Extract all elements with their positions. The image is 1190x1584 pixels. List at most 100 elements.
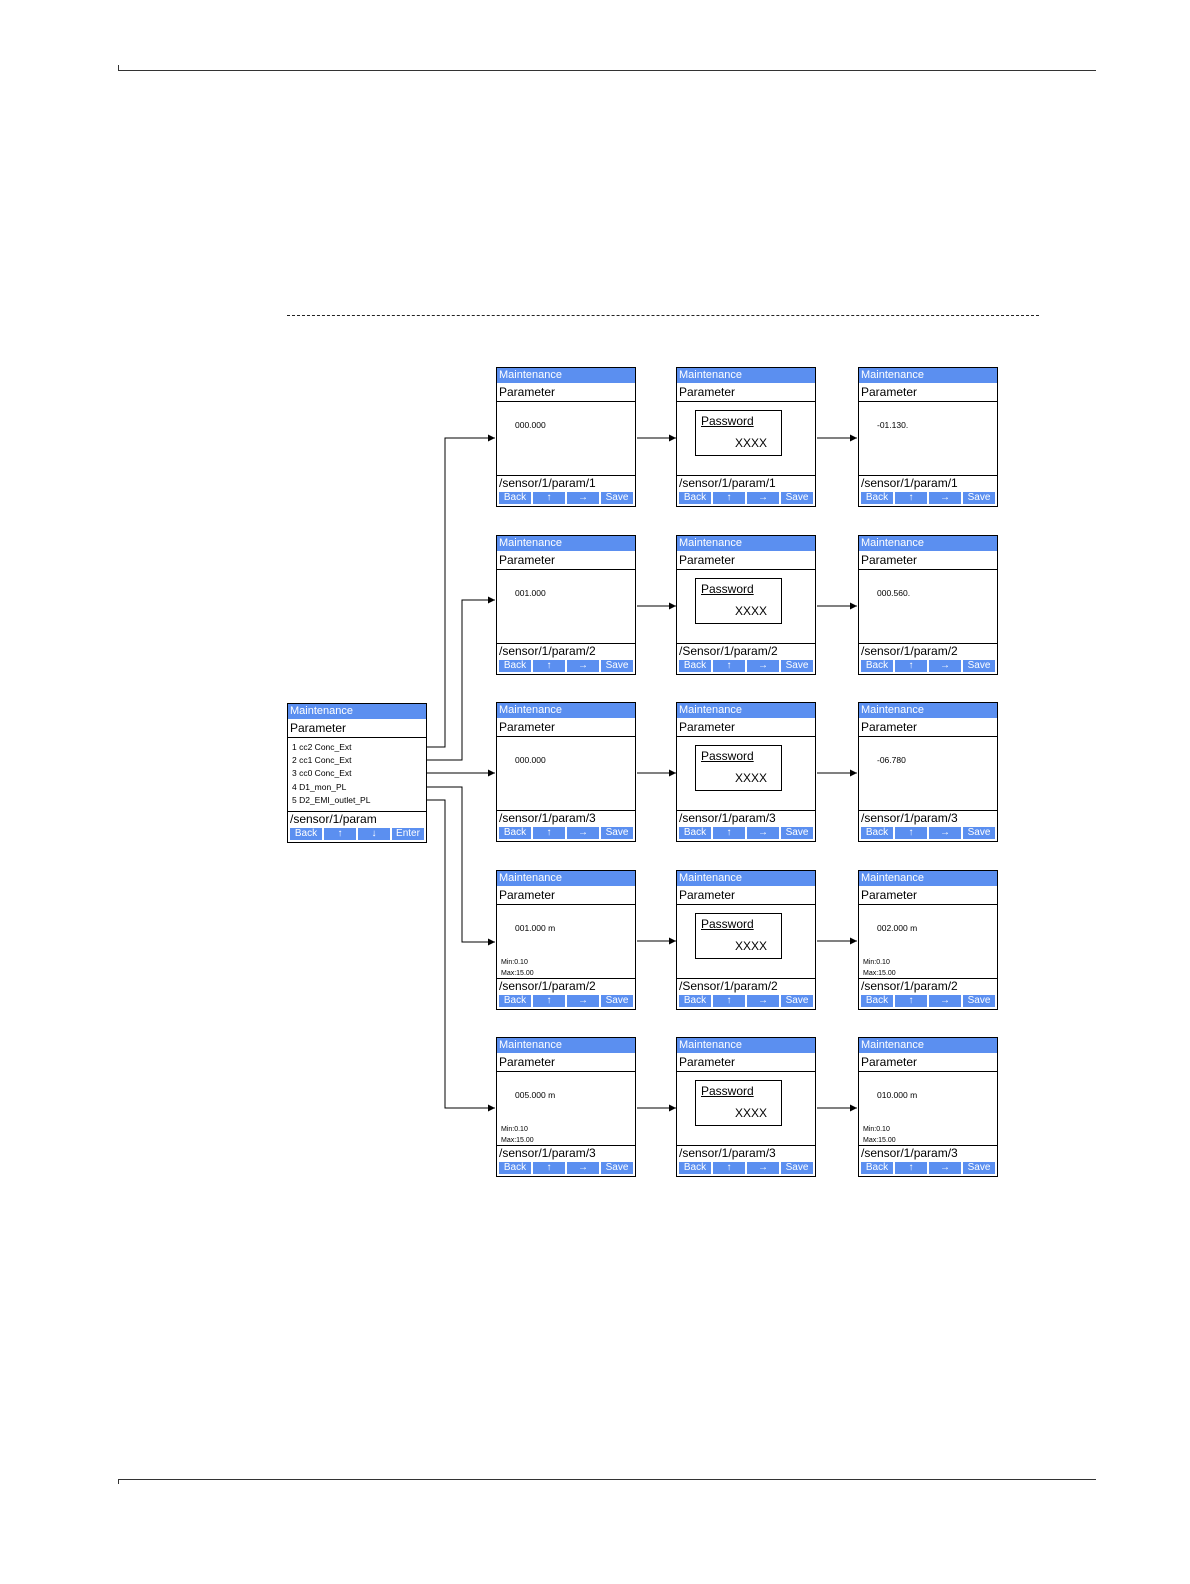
save-button[interactable]: Save [601,995,633,1007]
back-button[interactable]: Back [679,492,711,504]
parameter-value[interactable]: 000.560. [877,588,911,598]
down-button[interactable]: ↓ [358,828,390,840]
back-button[interactable]: Back [861,1162,893,1174]
parameter-value[interactable]: 002.000 m [877,923,918,933]
password-value[interactable]: XXXX [735,1106,768,1120]
screen-title: Maintenance [859,871,997,886]
up-button[interactable]: ↑ [533,492,565,504]
screen-divider [859,904,997,905]
screen-path: /sensor/1/param/3 [499,1146,596,1160]
next-button[interactable]: → [567,492,599,504]
save-button[interactable]: Save [963,660,995,672]
back-button[interactable]: Back [499,1162,531,1174]
up-button[interactable]: ↑ [533,995,565,1007]
parameter-value[interactable]: 005.000 m [515,1090,556,1100]
screen-divider [859,1145,997,1146]
back-button[interactable]: Back [861,995,893,1007]
next-button[interactable]: → [567,660,599,672]
back-button[interactable]: Back [499,492,531,504]
screen-path: /sensor/1/param/3 [861,811,958,825]
next-button[interactable]: → [567,995,599,1007]
back-button[interactable]: Back [679,1162,711,1174]
password-value[interactable]: XXXX [735,604,768,618]
back-button[interactable]: Back [861,827,893,839]
save-button[interactable]: Save [781,995,813,1007]
back-button[interactable]: Back [861,492,893,504]
up-button[interactable]: ↑ [324,828,356,840]
parameter-value[interactable]: -01.130. [877,420,909,430]
save-button[interactable]: Save [963,1162,995,1174]
password-value[interactable]: XXXX [735,771,768,785]
enter-button[interactable]: Enter [392,828,424,840]
back-button[interactable]: Back [499,827,531,839]
parameter-value[interactable]: 001.000 [515,588,546,598]
save-button[interactable]: Save [781,827,813,839]
up-button[interactable]: ↑ [895,1162,927,1174]
next-button[interactable]: → [929,995,961,1007]
back-button[interactable]: Back [499,660,531,672]
back-button[interactable]: Back [679,827,711,839]
up-button[interactable]: ↑ [713,492,745,504]
next-button[interactable]: → [747,660,779,672]
password-value[interactable]: XXXX [735,939,768,953]
up-button[interactable]: ↑ [533,660,565,672]
next-button[interactable]: → [929,827,961,839]
screen-divider [497,475,635,476]
up-button[interactable]: ↑ [713,995,745,1007]
next-button[interactable]: → [929,660,961,672]
menu-item-5[interactable]: 5 D2_EMI_outlet_PL [292,795,371,805]
next-button[interactable]: → [747,995,779,1007]
back-button[interactable]: Back [290,828,322,840]
up-button[interactable]: ↑ [713,827,745,839]
screen-divider [497,904,635,905]
up-button[interactable]: ↑ [713,1162,745,1174]
save-button[interactable]: Save [963,827,995,839]
save-button[interactable]: Save [601,827,633,839]
password-value[interactable]: XXXX [735,436,768,450]
back-button[interactable]: Back [679,995,711,1007]
next-button[interactable]: → [567,1162,599,1174]
save-button[interactable]: Save [781,660,813,672]
up-button[interactable]: ↑ [533,827,565,839]
up-button[interactable]: ↑ [713,660,745,672]
up-button[interactable]: ↑ [895,827,927,839]
save-button[interactable]: Save [781,492,813,504]
next-button[interactable]: → [929,1162,961,1174]
back-button[interactable]: Back [499,995,531,1007]
save-button[interactable]: Save [601,1162,633,1174]
next-button[interactable]: → [747,1162,779,1174]
up-button[interactable]: ↑ [533,1162,565,1174]
save-button[interactable]: Save [601,492,633,504]
save-button[interactable]: Save [601,660,633,672]
parameter-value[interactable]: 000.000 [515,755,546,765]
up-button[interactable]: ↑ [895,492,927,504]
up-button[interactable]: ↑ [895,660,927,672]
back-button[interactable]: Back [861,660,893,672]
parameter-value[interactable]: 001.000 m [515,923,556,933]
save-button[interactable]: Save [963,492,995,504]
menu-item-4[interactable]: 4 D1_mon_PL [292,782,347,792]
save-button[interactable]: Save [963,995,995,1007]
up-button[interactable]: ↑ [895,995,927,1007]
parameter-value[interactable]: 000.000 [515,420,546,430]
next-button[interactable]: → [929,492,961,504]
menu-item-3[interactable]: 3 cc0 Conc_Ext [292,768,352,778]
parameter-value[interactable]: 010.000 m [877,1090,918,1100]
next-button[interactable]: → [747,827,779,839]
next-button[interactable]: → [747,492,779,504]
screen-divider [497,1071,635,1072]
max-limit: Max:15.00 [501,1137,534,1144]
parameter-value[interactable]: -06.780 [877,755,906,765]
menu-item-2[interactable]: 2 cc1 Conc_Ext [292,755,352,765]
back-button[interactable]: Back [679,660,711,672]
menu-item-1[interactable]: 1 cc2 Conc_Ext [292,742,352,752]
next-button[interactable]: → [567,827,599,839]
save-button[interactable]: Save [781,1162,813,1174]
